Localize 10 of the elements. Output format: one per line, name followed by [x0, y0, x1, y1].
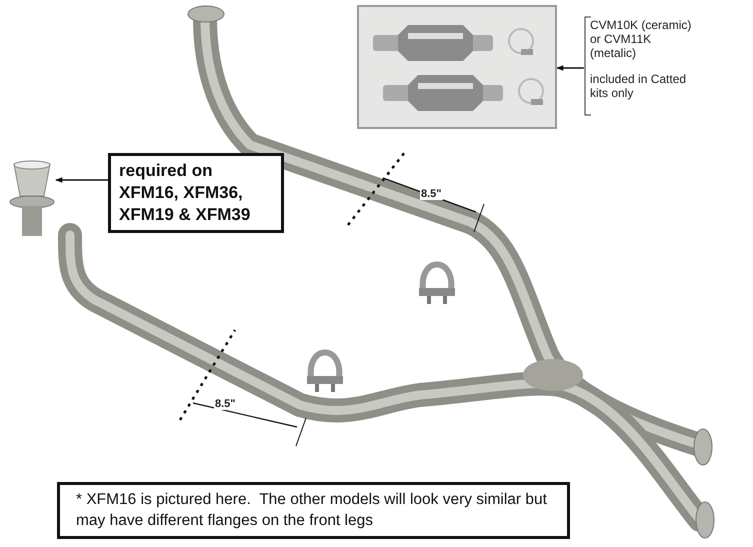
arrow — [556, 65, 584, 71]
catalytic-converter-photo — [357, 5, 557, 129]
part-note: included in Catted kits only — [590, 72, 688, 100]
dimension-label: 8.5" — [420, 188, 443, 200]
part-note: CVM10K (ceramic) or CVM11K (metalic) — [590, 18, 692, 60]
callout-box: required on XFM16, XFM36, XFM19 & XFM39 — [108, 153, 284, 233]
pipe-flange-drawing — [8, 160, 56, 238]
note-box: * XFM16 is pictured here. The other models will look very similar but may have different flanges on the front legs — [57, 482, 570, 539]
arrow — [55, 177, 108, 183]
dimension-label: 8.5" — [214, 398, 237, 410]
